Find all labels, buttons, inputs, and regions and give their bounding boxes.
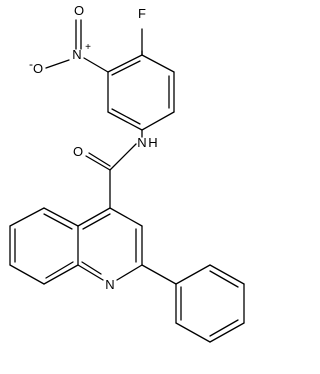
fluorine-label: F	[138, 6, 146, 21]
carbonyl-oxygen-label: O	[73, 144, 83, 159]
amide-hydrogen-label: H	[148, 135, 157, 150]
fluoronitrophenyl-ring	[107, 50, 175, 131]
phenyl-ring	[141, 264, 245, 343]
nitro-minus-charge: -	[29, 57, 33, 71]
nitro-oxygen-single-label: O	[33, 61, 43, 76]
quinoline-benzo-ring	[9, 207, 79, 285]
quinoline-pyridine-ring	[77, 207, 143, 281]
chemical-structure-diagram: F N + O O - N H O N	[9, 3, 245, 343]
amide-nitrogen-label: N	[137, 135, 146, 150]
nitro-oxygen-double-label: O	[74, 3, 84, 18]
atom-labels: F N + O O - N H O N	[29, 3, 158, 292]
nitro-plus-charge: +	[85, 42, 91, 53]
nitro-group-bonds	[45, 19, 109, 73]
amide-linker-bonds	[85, 129, 143, 209]
quinoline-nitrogen-label: N	[105, 277, 114, 292]
nitro-nitrogen-label: N	[72, 47, 81, 62]
bonds	[9, 19, 245, 343]
